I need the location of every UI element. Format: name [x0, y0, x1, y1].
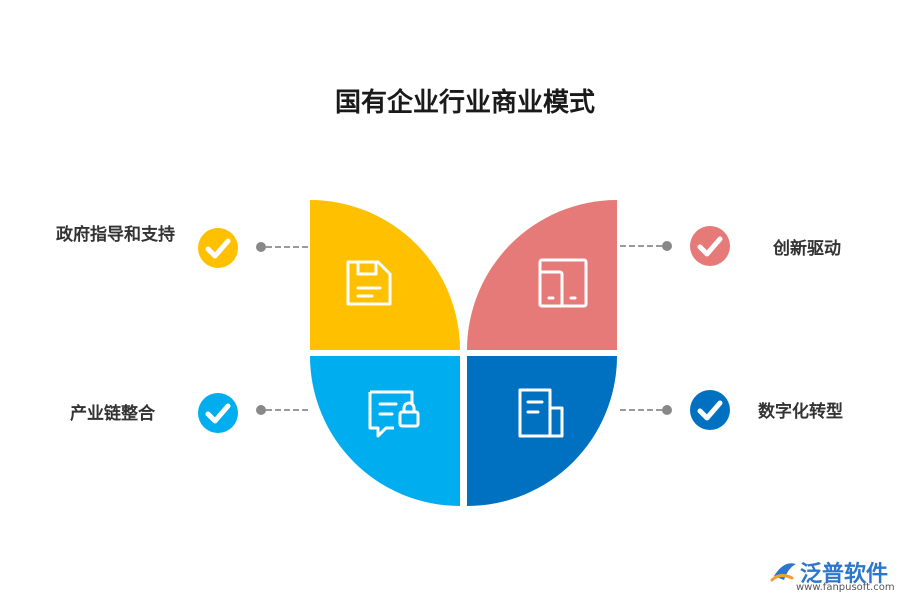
- connector-dot: [256, 405, 266, 415]
- item-label-government: 政府指导和支持: [56, 225, 175, 245]
- brand-logo-icon: [770, 563, 796, 582]
- petal-digital: [467, 356, 617, 506]
- brand-url: www.fanpusoft.com: [796, 582, 895, 593]
- connector-line: [620, 245, 662, 247]
- petal-government: [310, 200, 460, 350]
- connector-dot: [662, 241, 672, 251]
- check-icon: [690, 226, 730, 266]
- connector-dot: [256, 242, 266, 252]
- check-icon: [690, 390, 730, 430]
- item-label-digital: 数字化转型: [758, 402, 843, 422]
- item-label-innovation: 创新驱动: [773, 239, 841, 259]
- petal-innovation: [467, 200, 617, 350]
- phone-tablet-icon: [538, 258, 588, 308]
- connector-line: [266, 246, 308, 248]
- brand-watermark: 泛普软件 www.fanpusoft.com: [770, 556, 898, 598]
- check-icon: [198, 393, 238, 433]
- petal-diagram: [310, 200, 617, 506]
- floppy-disk-icon: [346, 260, 392, 306]
- connector-line: [620, 409, 662, 411]
- check-icon: [198, 228, 238, 268]
- document-icon: [518, 388, 564, 438]
- item-label-industry-chain: 产业链整合: [70, 404, 155, 424]
- connector-line: [266, 409, 308, 411]
- page-title: 国有企业行业商业模式: [334, 88, 595, 118]
- chat-lock-icon: [368, 390, 420, 438]
- connector-dot: [662, 405, 672, 415]
- brand-name: 泛普软件: [800, 562, 889, 587]
